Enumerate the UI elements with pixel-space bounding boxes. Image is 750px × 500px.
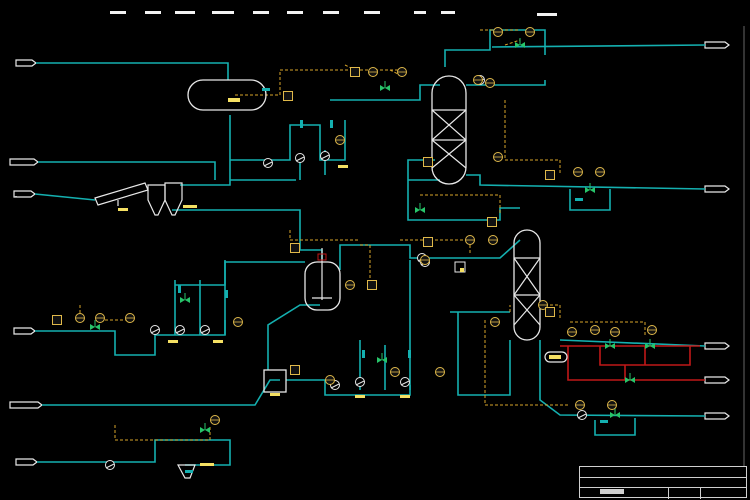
equipment	[94, 75, 568, 479]
instrument-box-icon	[52, 67, 555, 375]
right-stream-tags	[704, 41, 730, 420]
process-lines	[34, 29, 706, 466]
distillation-column	[431, 75, 467, 185]
cyclone-separator	[164, 182, 183, 216]
tank-box	[263, 369, 287, 393]
instrument-bubble-icon	[75, 27, 657, 425]
title-block	[579, 466, 747, 499]
left-stream-tags	[9, 59, 43, 466]
distillation-column	[513, 229, 541, 341]
hot-lines	[560, 345, 705, 381]
header-tags	[110, 11, 557, 16]
screw-conveyor	[94, 182, 149, 206]
control-valve-icon	[89, 37, 656, 434]
cyclone-separator	[147, 184, 166, 216]
horizontal-drum	[187, 79, 267, 111]
line-fittings	[178, 88, 608, 473]
filter-hopper	[176, 464, 196, 479]
